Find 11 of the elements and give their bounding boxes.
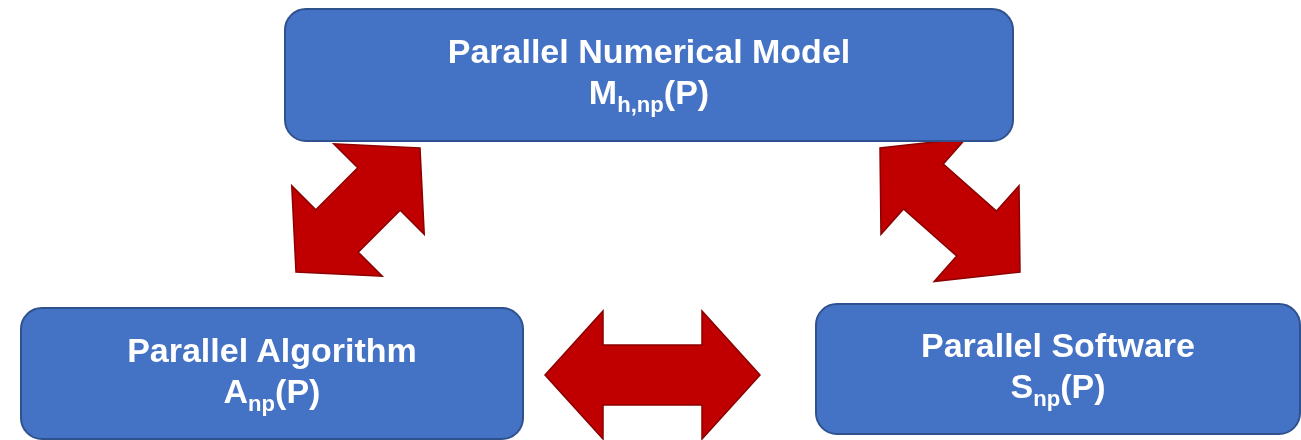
process-box xyxy=(815,303,1301,435)
process-box xyxy=(20,307,524,440)
formula-text: M$_{h,np}$(P) xyxy=(588,72,710,119)
box-title: Parallel Software xyxy=(921,325,1195,367)
formula-text: A$_{np}$(P) xyxy=(223,370,321,418)
box-title: Parallel Numerical Model xyxy=(447,31,851,73)
double-arrow xyxy=(544,309,761,440)
process-box xyxy=(284,8,1014,142)
box-title: Parallel Algorithm xyxy=(127,329,417,371)
formula-text: S$_{np}$(P) xyxy=(1010,366,1106,413)
double-arrow xyxy=(290,142,426,278)
